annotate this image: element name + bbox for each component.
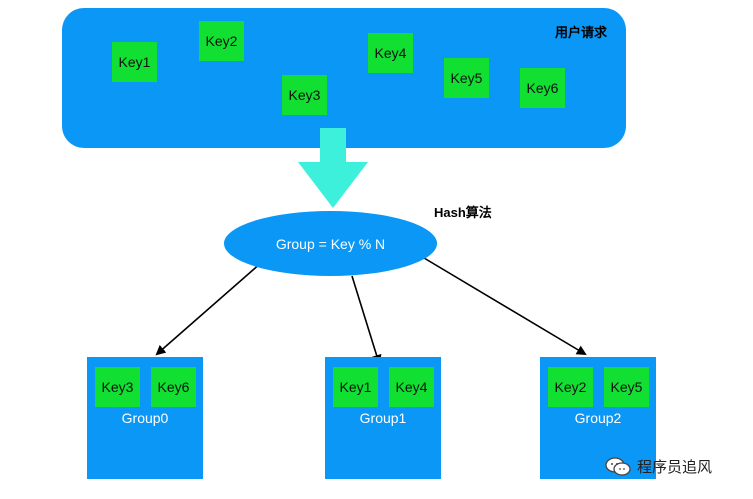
arrow-to-group1 (351, 275, 382, 365)
request-key: Key1 (112, 42, 157, 82)
group-label: Group2 (574, 410, 622, 426)
watermark: 程序员追风 (605, 456, 712, 477)
group-key: Key4 (389, 367, 434, 407)
hash-label: Hash算法 (434, 205, 492, 220)
request-key: Key2 (199, 21, 244, 61)
hash-formula: Group = Key % N (275, 235, 386, 252)
group-key: Key1 (333, 367, 378, 407)
down-arrow-icon (298, 128, 368, 208)
watermark-text: 程序员追风 (637, 459, 713, 476)
arrow-to-group2 (418, 254, 587, 356)
group-label: Group0 (121, 410, 169, 426)
group-key: Key6 (151, 367, 196, 407)
request-key: Key4 (368, 33, 413, 73)
group-box: Key2 Key5 Group2 (540, 357, 656, 479)
group-box: Key3 Key6 Group0 (87, 357, 203, 479)
group-key: Key2 (548, 367, 593, 407)
request-key: Key5 (444, 58, 489, 98)
hash-formula-node: Group = Key % N (224, 211, 437, 276)
wechat-icon (605, 456, 631, 476)
panel-title: 用户请求 (555, 25, 608, 40)
group-label: Group1 (359, 410, 407, 426)
group-key: Key3 (95, 367, 140, 407)
request-key: Key6 (520, 68, 565, 108)
group-key: Key5 (604, 367, 649, 407)
request-key: Key3 (282, 75, 327, 115)
group-box: Key1 Key4 Group1 (325, 357, 441, 479)
arrow-to-group0 (155, 261, 263, 356)
